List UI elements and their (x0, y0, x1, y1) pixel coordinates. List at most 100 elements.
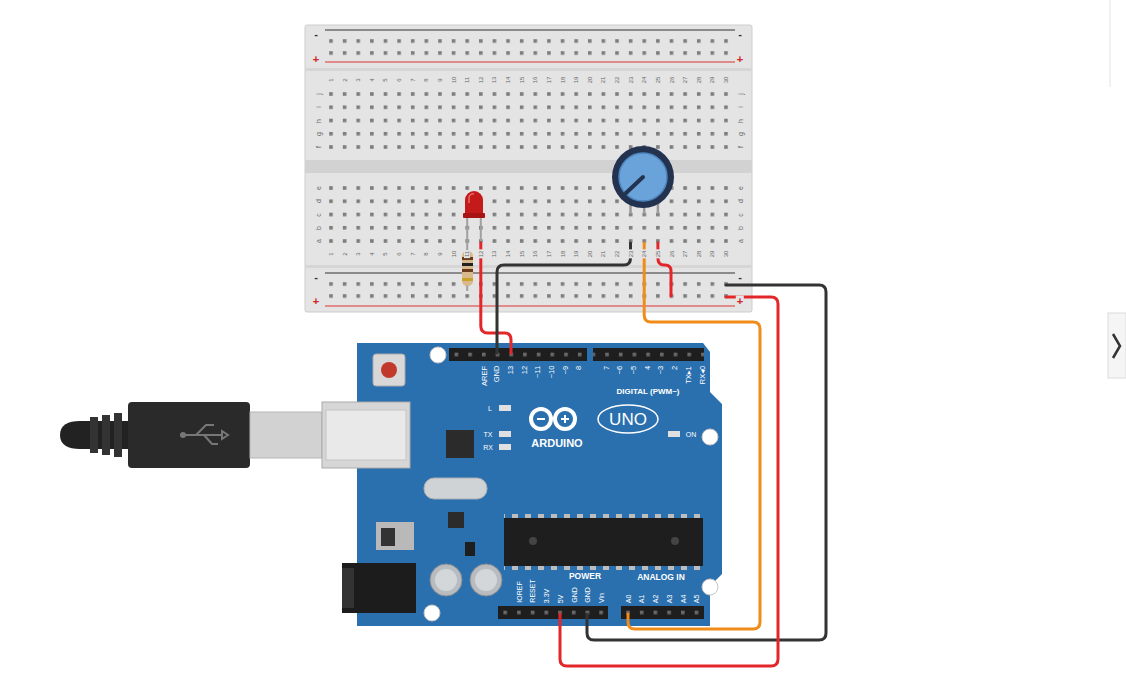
breadboard-column-number: 19 (573, 76, 579, 85)
cable-rib (90, 417, 98, 453)
header-pins (449, 348, 587, 361)
pot-body (612, 146, 674, 208)
pin-label: A4 (680, 594, 687, 603)
pin-label: 4 (644, 366, 652, 370)
pin-label: RESET (529, 580, 536, 603)
led (463, 191, 485, 241)
center-channel (305, 160, 752, 173)
breadboard-column-number: 21 (600, 250, 606, 259)
breadboard-column-number: 29 (709, 76, 715, 85)
breadboard (305, 25, 752, 312)
board-logo-text: UNO (609, 411, 647, 428)
regulator-tab (376, 522, 414, 550)
rail-divider (305, 68, 752, 71)
pin-label: ~11 (534, 366, 542, 378)
breadboard-row-letter: f (737, 145, 744, 149)
led-flange (463, 213, 485, 218)
mounting-hole (430, 347, 446, 363)
breadboard-row-letter: j (315, 92, 322, 96)
breadboard-column-number: 14 (505, 76, 511, 85)
pin-label: A0 (625, 594, 632, 603)
breadboard-column-number: 11 (464, 76, 470, 84)
breadboard-row-letter: i (737, 105, 744, 109)
usb-icon (180, 432, 186, 438)
breadboard-column-number: 30 (723, 76, 729, 85)
breadboard-column-number: 28 (696, 250, 702, 259)
capacitor (470, 564, 502, 596)
pin-label: TX▸1 (685, 366, 693, 384)
breadboard-column-number: 14 (505, 250, 511, 259)
pin-label: 2 (671, 366, 679, 370)
breadboard-column-number: 25 (655, 76, 661, 85)
wire (560, 297, 778, 666)
breadboard-row-letter: e (737, 185, 744, 191)
small-chip (448, 512, 464, 528)
pin-label: ~3 (657, 366, 665, 375)
breadboard-column-number: 2 (342, 77, 348, 82)
breadboard-column-number: 2 (342, 251, 348, 256)
breadboard-column-number: 27 (682, 76, 688, 85)
breadboard-column-number: 26 (669, 76, 675, 85)
breadboard-column-number: 10 (451, 250, 457, 259)
breadboard-column-number: 18 (560, 76, 566, 85)
breadboard-column-number: 9 (437, 251, 443, 256)
breadboard-column-number: 22 (614, 250, 620, 259)
pin-label: ~10 (548, 366, 556, 379)
led-leg (480, 216, 482, 241)
breadboard-row-letter: e (315, 185, 322, 191)
breadboard-column-number: 5 (382, 77, 388, 82)
led-label: L (488, 405, 492, 412)
pin-label: A2 (652, 594, 659, 603)
pin-label: ~6 (616, 366, 624, 375)
crystal (424, 478, 487, 499)
chip-pins (504, 514, 703, 570)
breadboard-row-letter: b (737, 225, 744, 231)
pot-pointer (626, 177, 643, 193)
pin-label: 12 (521, 366, 529, 374)
breadboard-column-number: 24 (641, 76, 647, 85)
breadboard-column-number: 8 (423, 251, 429, 256)
pin-label: 8 (575, 366, 583, 370)
pin-label: 5V (557, 594, 564, 603)
pin-label: ~9 (562, 366, 570, 375)
microcontroller (504, 518, 703, 566)
led-label: TX (484, 431, 493, 438)
header-pins (621, 606, 704, 619)
pin-label: GND (584, 587, 591, 603)
breadboard-column-number: 6 (396, 251, 402, 256)
breadboard-row-letter: c (315, 212, 322, 218)
rail-polarity-sign: - (737, 29, 743, 40)
breadboard-row-letter: a (737, 238, 744, 244)
breadboard-column-number: 26 (669, 250, 675, 259)
breadboard-row-letter: j (737, 92, 744, 96)
rail-polarity-sign: + (312, 54, 320, 65)
indicator-led (499, 405, 511, 411)
rail-polarity-sign: + (736, 296, 744, 307)
pin-label: A1 (638, 594, 645, 603)
pin-label: ~5 (630, 366, 638, 375)
breadboard-column-number: 7 (410, 77, 416, 82)
breadboard-column-number: 24 (641, 250, 647, 259)
usb-jack-face (326, 410, 406, 460)
pot-knob (619, 153, 667, 201)
header-pins (593, 348, 704, 361)
cable-rib (114, 413, 122, 457)
positive-rail-line (325, 306, 735, 307)
side-panel-tab (1108, 0, 1126, 378)
breadboard-row-letter: g (737, 131, 744, 137)
rail-holes (325, 36, 733, 57)
capacitor (430, 564, 462, 596)
usb-icon (182, 425, 228, 444)
breadboard-column-number: 27 (682, 250, 688, 259)
rail-polarity-sign: + (736, 54, 744, 65)
cable-rib (102, 415, 110, 455)
pin-label: A3 (666, 594, 673, 603)
breadboard-row-letter: d (737, 198, 744, 204)
header-pins (498, 606, 608, 619)
potentiometer (612, 146, 674, 214)
rail-polarity-sign: - (737, 272, 743, 283)
breadboard-row-letter: f (315, 145, 322, 149)
